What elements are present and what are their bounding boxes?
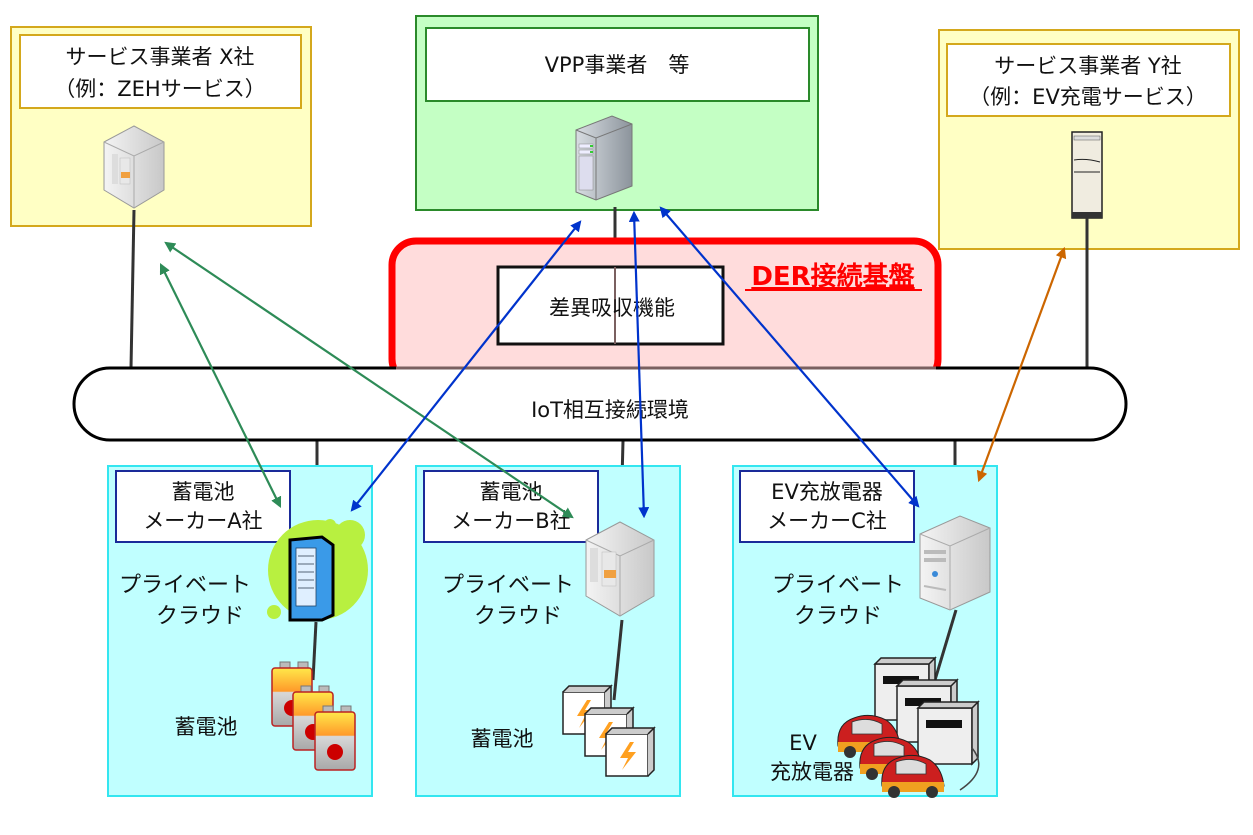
service-provider-x-example: （例：ZEHサービス）: [54, 77, 265, 101]
service-provider-y-group: サービス事業者 Y社 （例：EV充電サービス）: [938, 29, 1240, 250]
iot-interconnect-label: IoT相互接続環境: [531, 398, 689, 422]
maker-b-cloud-line2: クラウド: [474, 604, 562, 629]
connector-c-device: [933, 609, 958, 681]
private-cloud-server-icon: [267, 519, 368, 622]
ev-car-icon-group: [837, 714, 945, 798]
ev-charger-icon-group: [873, 656, 980, 791]
difference-absorption-label: 差異吸収機能: [549, 296, 675, 320]
der-platform-group: 差異吸収機能 DER接続基盤: [388, 237, 942, 387]
service-provider-x-name: サービス事業者 X社: [65, 45, 254, 69]
maker-b-name-line2: メーカーB社: [451, 509, 570, 533]
maker-c-name-line1: EV充放電器: [771, 480, 883, 504]
service-provider-x-group: サービス事業者 X社 （例：ZEHサービス）: [10, 26, 312, 227]
arrow-vpp-to-maker-b: [628, 210, 650, 519]
vpp-operator-label: VPP事業者 等: [545, 53, 690, 77]
maker-c-name-line2: メーカーC社: [767, 509, 887, 533]
maker-b-device-label: 蓄電池: [471, 727, 534, 751]
maker-c-cloud-line2: クラウド: [794, 604, 882, 629]
maker-a-name-line2: メーカーA社: [143, 509, 262, 533]
rack-server-icon: [575, 115, 633, 201]
tower-server-icon: [1071, 131, 1103, 219]
maker-a-cloud-line1: プライベート: [119, 573, 251, 598]
maker-b-group: 蓄電池 メーカーB社 プライベート クラウド: [415, 465, 681, 797]
maker-c-cloud-line1: プライベート: [772, 573, 904, 598]
private-cloud-server-icon: [919, 515, 991, 611]
maker-c-device-line2: 充放電器: [770, 760, 854, 784]
iot-interconnect-band: IoT相互接続環境: [72, 366, 1128, 442]
maker-a-device-label: 蓄電池: [175, 715, 238, 739]
maker-a-cloud-line2: クラウド: [156, 604, 244, 629]
arrow-y-to-maker-c: [976, 246, 1067, 483]
maker-a-group: 蓄電池 メーカーA社 プライベート クラウド: [107, 465, 373, 797]
service-provider-y-name: サービス事業者 Y社: [994, 54, 1182, 78]
der-platform-title: DER接続基盤: [751, 261, 915, 292]
server-icon: [103, 125, 165, 209]
service-provider-x-label-box: [19, 34, 302, 109]
service-provider-y-example: （例：EV充電サービス）: [969, 85, 1207, 109]
battery-box-icon-group: [562, 684, 656, 777]
vpp-operator-label-box: [425, 27, 810, 102]
maker-c-group: EV充放電器 メーカーC社 プライベート クラウド: [732, 465, 998, 798]
private-cloud-server-icon: [585, 521, 655, 617]
maker-a-name-line1: 蓄電池: [172, 480, 235, 504]
arrow-vpp-to-maker-a: [350, 220, 582, 512]
service-provider-y-label-box: [946, 43, 1231, 117]
arrow-vpp-to-maker-c: [659, 206, 920, 508]
data-flow-arrows: [159, 206, 1067, 519]
battery-icon-group: [271, 661, 356, 771]
connector-a-device: [311, 621, 318, 681]
maker-b-cloud-line1: プライベート: [442, 573, 574, 598]
maker-c-device-line1: EV: [789, 731, 817, 755]
connector-b-device: [612, 619, 624, 701]
connector-x: [129, 209, 136, 369]
vpp-operator-group: VPP事業者 等: [415, 15, 819, 211]
